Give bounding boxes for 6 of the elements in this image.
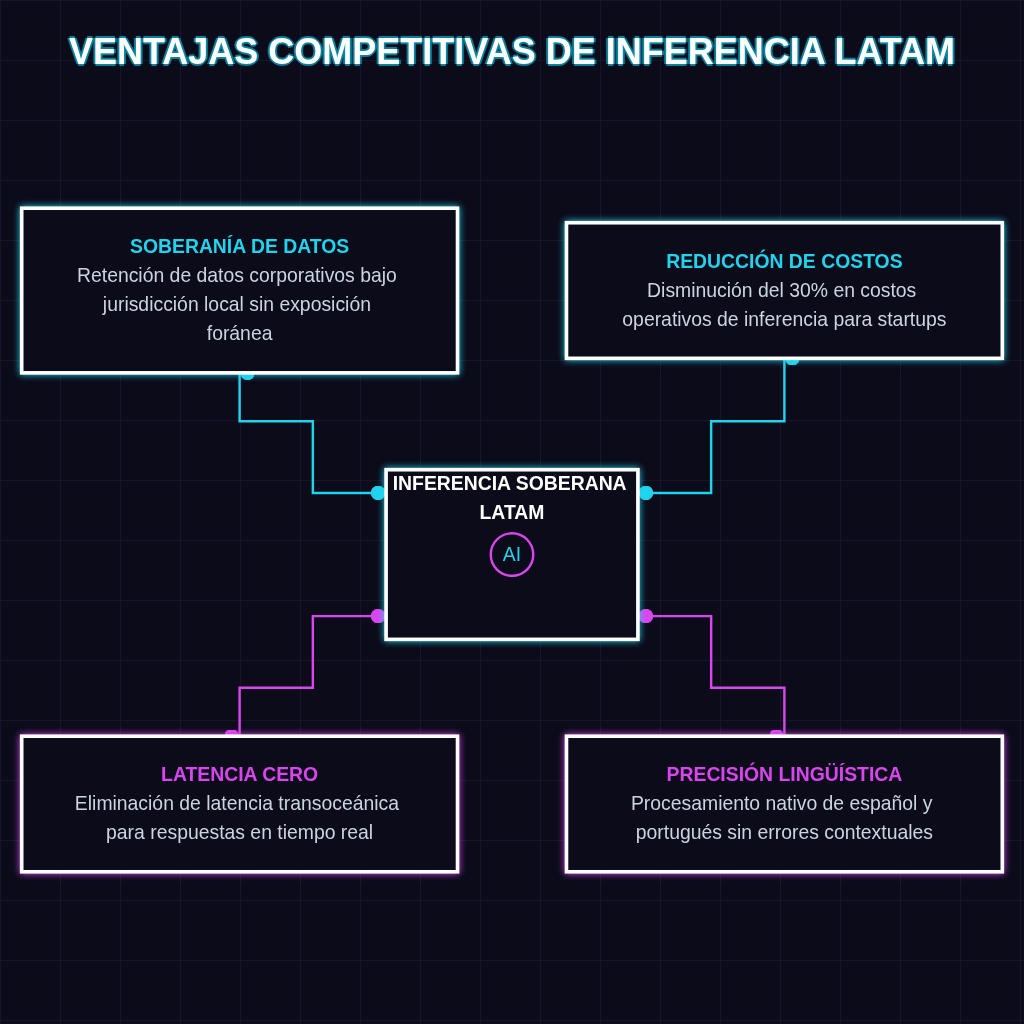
node-box: SOBERANÍA DE DATOS Retención de datos corporativos bajo jurisdicción local sin exposición foránea (19, 206, 460, 375)
node-box: REDUCCIÓN DE COSTOS Disminución del 30% en costos operativos de inferencia para startups (564, 220, 1005, 361)
node-box: LATENCIA CERO Eliminación de latencia transoceánica para respuestas en tiempo real (19, 734, 460, 874)
node-box: PRECISIÓN LINGÜÍSTICA Procesamiento nativo de español y portugués sin errores contextuales (564, 734, 1005, 874)
node-circle: AI (489, 532, 535, 577)
diagram-title: VENTAJAS COMPETITIVAS DE INFERENCIA LATAM (69, 30, 955, 74)
